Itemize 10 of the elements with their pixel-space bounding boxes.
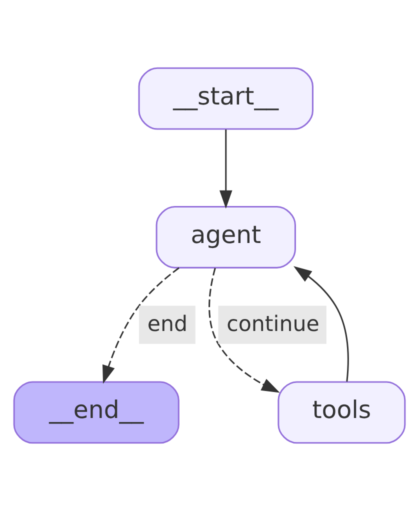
edge-label: continue <box>226 312 320 337</box>
node-box: __end__ <box>13 380 180 444</box>
node-box: __start__ <box>138 66 314 130</box>
arrow <box>294 266 349 382</box>
arrow <box>219 129 232 208</box>
node-box: agent <box>156 205 296 268</box>
edge-label: end <box>147 312 188 337</box>
arrow <box>102 266 180 384</box>
arrow <box>208 267 280 392</box>
node-box: tools <box>278 380 406 444</box>
